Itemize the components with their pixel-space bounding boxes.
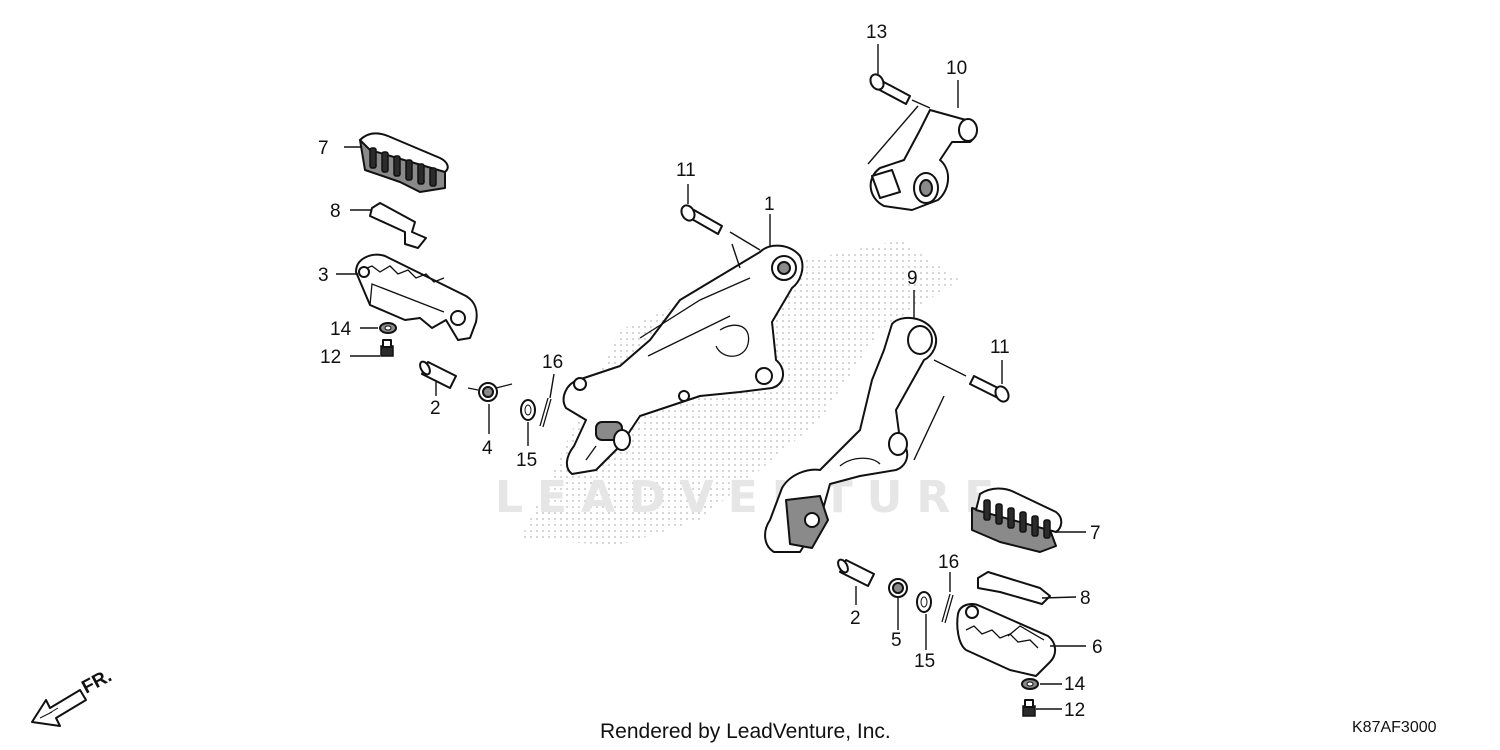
part-12-nut-right[interactable] — [1022, 699, 1036, 717]
callout-1: 1 — [764, 194, 775, 215]
part-12-nut-left[interactable] — [380, 339, 394, 357]
arrow-icon — [31, 689, 87, 727]
callout-6: 6 — [1092, 637, 1103, 658]
callout-14-left: 14 — [330, 319, 352, 340]
part-7-peg-rubber-right[interactable] — [971, 487, 1063, 553]
callout-9: 9 — [907, 268, 918, 289]
callout-11-upper: 11 — [676, 160, 696, 181]
callout-10: 10 — [946, 58, 967, 79]
callout-3: 3 — [318, 265, 329, 286]
callout-2-right: 2 — [850, 608, 861, 629]
callout-7-left: 7 — [318, 138, 329, 159]
part-2-pin-left[interactable] — [418, 360, 457, 389]
part-14-washer-right[interactable] — [1021, 678, 1039, 690]
callout-15-left: 15 — [516, 450, 537, 471]
part-9-step-arm[interactable] — [764, 316, 938, 553]
part-10-bracket[interactable] — [869, 109, 978, 211]
callout-8-right: 8 — [1080, 588, 1091, 609]
part-8-plate-left[interactable] — [369, 202, 427, 249]
callout-12-right: 12 — [1064, 700, 1085, 721]
part-11-bolt-upper[interactable] — [679, 203, 723, 235]
callout-12-left: 12 — [320, 347, 341, 368]
part-5-spring[interactable] — [888, 578, 908, 598]
callout-2-left: 2 — [430, 398, 441, 419]
callout-13: 13 — [866, 22, 887, 43]
part-14-washer-left[interactable] — [379, 322, 397, 334]
callout-11-right: 11 — [990, 337, 1010, 358]
callout-16-right: 16 — [938, 552, 959, 573]
part-11-bolt-right[interactable] — [969, 375, 1011, 404]
callout-14-right: 14 — [1064, 674, 1086, 695]
front-direction-arrow: FR. — [31, 666, 115, 727]
callout-8-left: 8 — [330, 201, 341, 222]
part-2-pin-right[interactable] — [836, 558, 875, 587]
callout-16-left: 16 — [542, 352, 563, 373]
rendered-by-text: Rendered by LeadVenture, Inc. — [600, 720, 891, 743]
part-8-plate-right[interactable] — [977, 571, 1051, 605]
callout-4: 4 — [482, 438, 493, 459]
part-15-washer-left[interactable] — [520, 399, 536, 421]
leader-lines — [336, 44, 1086, 710]
diagram-code: K87AF3000 — [1352, 719, 1437, 736]
part-16-pin-left[interactable] — [539, 397, 552, 428]
callout-7-right: 7 — [1090, 523, 1101, 544]
part-1-step-holder[interactable] — [562, 244, 804, 475]
part-4-spring[interactable] — [467, 382, 513, 402]
part-16-pin-right[interactable] — [941, 593, 954, 624]
part-3-step-left[interactable] — [355, 253, 478, 341]
callout-5: 5 — [891, 630, 902, 651]
part-7-peg-rubber-left[interactable] — [359, 132, 449, 193]
part-15-washer-right[interactable] — [916, 591, 932, 613]
part-6-step-right[interactable] — [956, 603, 1056, 677]
callouts: 7 8 3 14 12 2 4 15 16 11 1 13 10 9 11 7 … — [318, 22, 1103, 721]
part-13-bolt[interactable] — [868, 72, 911, 105]
callout-15-right: 15 — [914, 651, 935, 672]
watermark-text: LEADVENTURE — [495, 472, 1008, 523]
front-label: FR. — [78, 666, 115, 699]
